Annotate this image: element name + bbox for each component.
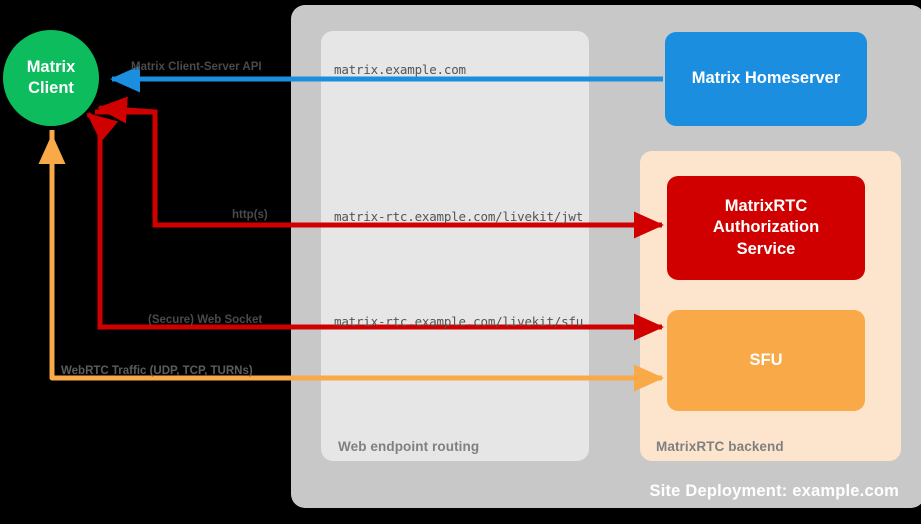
node-matrixrtc-authorization-service[interactable]: MatrixRTC Authorization Service	[667, 176, 865, 280]
edge-label-cs-api: Matrix Client-Server API	[131, 61, 262, 73]
node-matrix-client[interactable]: Matrix Client	[3, 30, 99, 126]
edge-label-websocket: (Secure) Web Socket	[148, 314, 263, 326]
node-matrix-client-line1: Matrix	[26, 58, 76, 77]
node-matrix-client-line2: Client	[28, 79, 74, 97]
edge-label-webrtc: WebRTC Traffic (UDP, TCP, TURNs)	[61, 365, 253, 377]
group-label-web-endpoint-routing: Web endpoint routing	[338, 439, 480, 454]
group-label-matrixrtc-backend: MatrixRTC backend	[656, 439, 784, 454]
node-matrix-homeserver[interactable]: Matrix Homeserver	[665, 32, 867, 126]
node-sfu[interactable]: SFU	[667, 310, 865, 411]
group-label-site-deployment: Site Deployment: example.com	[649, 482, 899, 500]
node-auth-line1: MatrixRTC	[724, 196, 808, 215]
node-sfu-label: SFU	[749, 350, 783, 369]
edge-label-http: http(s)	[232, 209, 268, 221]
node-auth-line3: Service	[736, 239, 796, 258]
endpoint-label-jwt: matrix-rtc.example.com/livekit/jwt	[334, 209, 584, 224]
group-web-endpoint-routing	[321, 31, 589, 461]
endpoint-label-matrix: matrix.example.com	[334, 62, 466, 77]
endpoint-label-sfu: matrix-rtc.example.com/livekit/sfu	[334, 314, 584, 329]
node-auth-line2: Authorization	[712, 218, 820, 237]
node-matrix-homeserver-label: Matrix Homeserver	[691, 69, 841, 88]
